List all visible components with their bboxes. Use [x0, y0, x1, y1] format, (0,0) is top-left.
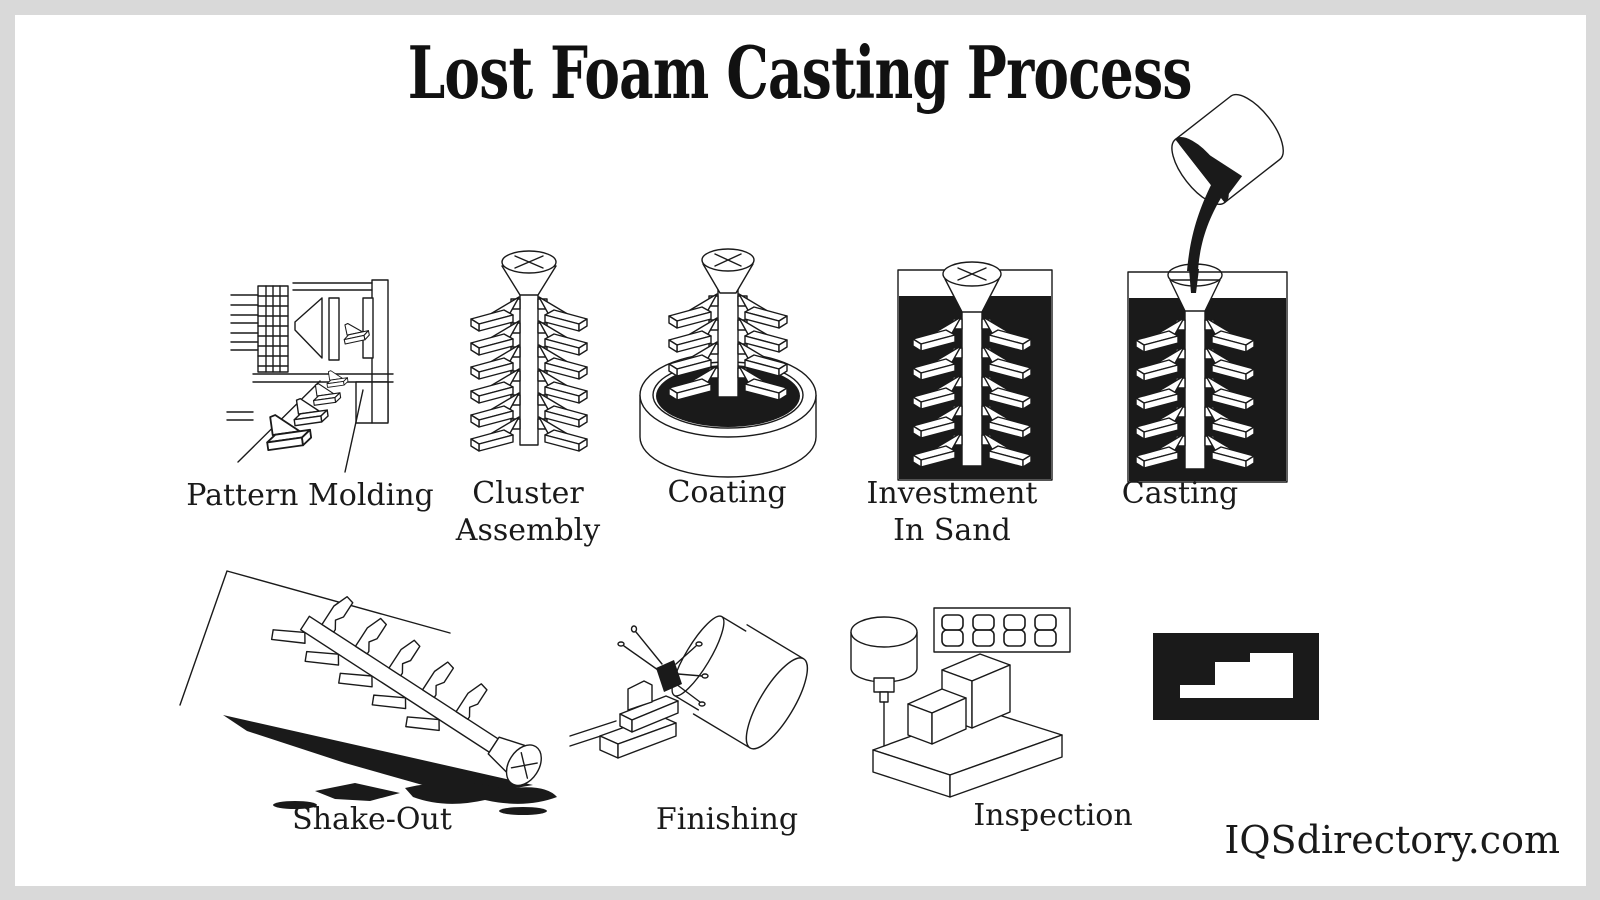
pattern-molding-machine-icon [226, 279, 394, 473]
page-title: Lost Foam Casting Process [408, 30, 1193, 115]
label-text: In Sand [893, 513, 1011, 548]
label-text: Cluster [472, 476, 584, 511]
label-shake-out: Shake-Out [292, 801, 452, 838]
investment-in-sand-flask-icon [897, 261, 1053, 481]
page-title-wrap: Lost Foam Casting Process [0, 30, 1600, 115]
label-text: Casting [1121, 476, 1239, 511]
label-text: Investment [866, 476, 1038, 511]
finishing-grinder-icon [569, 615, 809, 759]
inspection-cmm-icon [850, 607, 1071, 798]
cluster-assembly-icon [470, 250, 588, 452]
measured-part [872, 653, 1063, 798]
cmm-probe [850, 616, 918, 748]
coating-dip-tank-icon [639, 248, 817, 478]
label-text: Coating [667, 475, 787, 510]
label-text: Assembly [455, 513, 601, 548]
spark-lines [617, 625, 709, 707]
label-finishing: Finishing [656, 801, 798, 838]
label-cluster-assembly: Cluster Assembly [456, 475, 600, 549]
finished-part-icon [1153, 633, 1319, 720]
shake-out-icon [179, 570, 557, 815]
label-text: Pattern Molding [186, 478, 434, 513]
label-inspection: Inspection [973, 797, 1132, 834]
digital-readout [933, 607, 1071, 653]
label-coating: Coating [667, 474, 786, 511]
label-text: Finishing [655, 802, 799, 837]
label-investment-in-sand: Investment In Sand [867, 475, 1038, 549]
watermark: IQSdirectory.com [1224, 818, 1560, 862]
casting-pour-crucible-icon [1127, 94, 1288, 483]
label-text: Inspection [973, 798, 1133, 833]
label-text: Shake-Out [292, 802, 452, 837]
crucible-icon [1171, 94, 1284, 205]
label-casting: Casting [1122, 475, 1238, 512]
label-pattern-molding: Pattern Molding [186, 477, 434, 514]
